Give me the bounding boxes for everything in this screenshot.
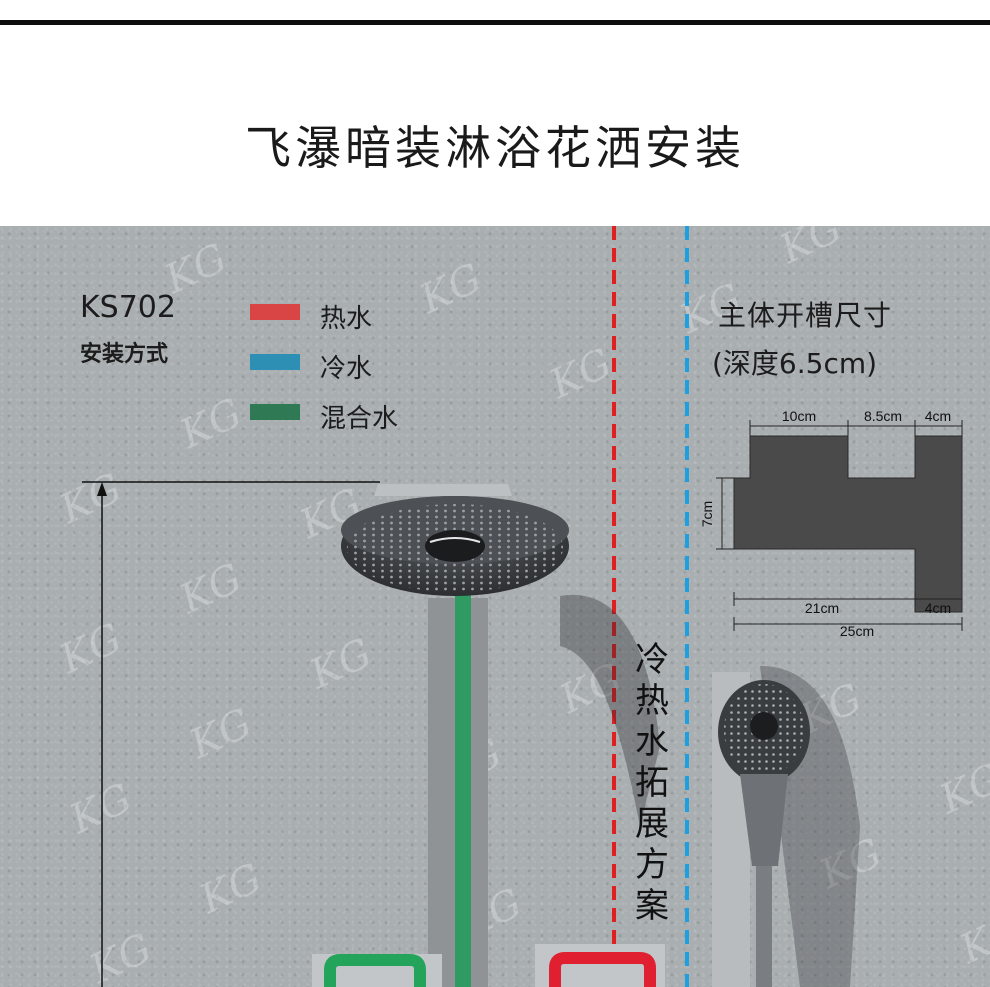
dim-total: 25cm — [840, 623, 874, 639]
dim-top-a: 10cm — [782, 408, 816, 424]
legend-swatch-mixed — [250, 404, 300, 420]
legend-swatch-hot — [250, 304, 300, 320]
dim-bottom-b: 4cm — [925, 600, 951, 616]
model-number: KS702 — [80, 290, 176, 325]
mixed-water-pipe — [455, 594, 471, 987]
extension-plan-label: 冷热水拓展方案 — [635, 640, 669, 926]
center-disc — [425, 530, 485, 562]
install-method-label: 安装方式 — [80, 342, 169, 367]
dim-top-b: 8.5cm — [864, 408, 902, 424]
install-diagram-panel: KG KG KG KG KG KG KG KG KG KG KG KG KG K… — [0, 226, 990, 987]
legend-item-hot: 热水 — [250, 298, 372, 335]
slot-shape — [733, 435, 963, 613]
head-shadow — [560, 594, 660, 826]
shower-diagram: 10cm 8.5cm 4cm 7cm 21cm 4cm 25cm — [82, 226, 963, 987]
legend-label-mixed: 混合水 — [320, 404, 399, 434]
arrow-up-icon — [97, 482, 107, 496]
hand-shower-handle — [740, 774, 788, 866]
hand-shower-center — [750, 712, 778, 740]
dim-top-c: 4cm — [925, 408, 951, 424]
dim-left: 7cm — [699, 501, 715, 527]
mixed-valve-pipe — [324, 954, 426, 987]
slot-size-title: 主体开槽尺寸 — [718, 299, 893, 332]
hot-valve-pipe — [549, 952, 656, 987]
slot-depth: (深度6.5cm) — [712, 347, 878, 380]
page-title: 飞瀑暗装淋浴花洒安装 — [245, 121, 745, 175]
head-bracket — [374, 484, 512, 496]
center-disc-highlight — [429, 537, 481, 543]
legend-swatch-cold — [250, 354, 300, 370]
slot-dimension-drawing: 10cm 8.5cm 4cm 7cm 21cm 4cm 25cm — [699, 408, 963, 639]
legend-item-cold: 冷水 — [250, 348, 372, 385]
hand-shower-hose — [756, 866, 772, 987]
legend-label-hot: 热水 — [320, 304, 373, 334]
legend-label-cold: 冷水 — [320, 354, 373, 384]
top-rule — [0, 20, 990, 25]
dim-bottom-a: 21cm — [805, 600, 839, 616]
legend-item-mixed: 混合水 — [250, 398, 398, 435]
